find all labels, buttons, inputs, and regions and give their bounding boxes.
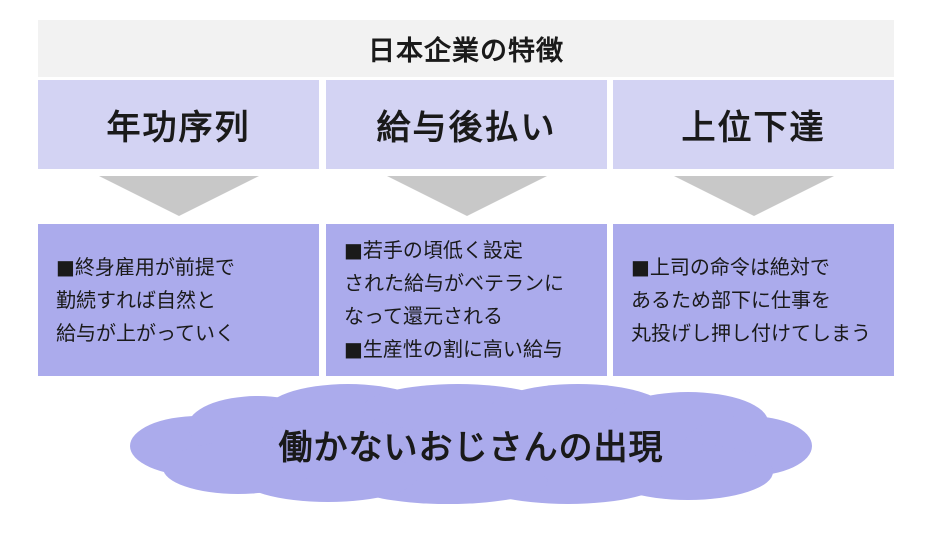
description-line: なって還元される bbox=[344, 304, 503, 328]
cloud-shape bbox=[130, 384, 812, 504]
down-arrow-icon bbox=[38, 176, 319, 218]
description-line: ■生産性の割に高い給与 bbox=[344, 337, 563, 361]
description-seniority-system: ■終身雇用が前提で 勤続すれば自然と 給与が上がっていく bbox=[38, 224, 319, 376]
description-top-down: ■上司の命令は絶対で あるため部下に仕事を 丸投げし押し付けてしまう bbox=[613, 224, 894, 376]
description-line: された給与がベテランに bbox=[344, 271, 564, 295]
description-line: 丸投げし押し付けてしまう bbox=[631, 320, 871, 345]
description-line: 給与が上がっていく bbox=[56, 320, 235, 345]
description-line: あるため部下に仕事を bbox=[631, 287, 831, 312]
description-line: ■終身雇用が前提で bbox=[56, 254, 235, 279]
heading-seniority-system: 年功序列 bbox=[38, 80, 319, 169]
down-arrow-icon bbox=[326, 176, 607, 218]
description-line: ■上司の命令は絶対で bbox=[631, 254, 830, 279]
description-deferred-pay: ■若手の頃低く設定 された給与がベテランに なって還元される ■生産性の割に高い… bbox=[326, 224, 607, 376]
heading-deferred-pay: 給与後払い bbox=[326, 80, 607, 169]
down-arrow-icon bbox=[613, 176, 894, 218]
heading-top-down: 上位下達 bbox=[613, 80, 894, 169]
description-line: ■若手の頃低く設定 bbox=[344, 238, 523, 262]
result-text: 働かないおじさんの出現 bbox=[278, 427, 664, 468]
description-line: 勤続すれば自然と bbox=[56, 287, 216, 312]
diagram-title: 日本企業の特徴 bbox=[38, 20, 894, 77]
